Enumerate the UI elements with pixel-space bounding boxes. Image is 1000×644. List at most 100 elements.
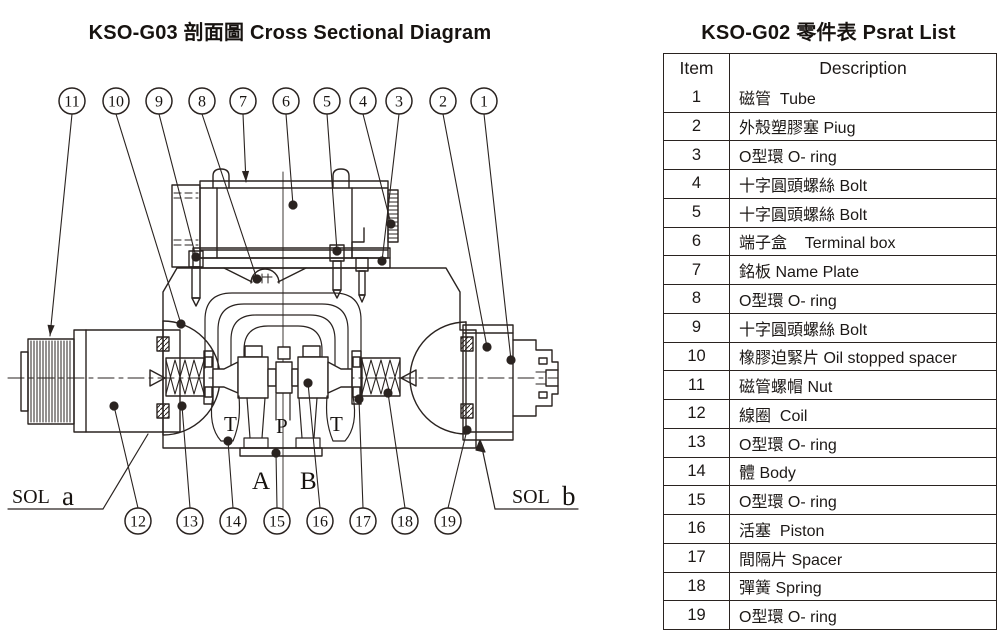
description-cell: 磁管 Tube [739, 91, 816, 109]
callout-8: 8 [188, 87, 262, 284]
description-cell: 十字圓頭螺絲 Bolt [739, 206, 868, 224]
connector-plug [512, 339, 559, 417]
diagram-title: KSO-G03 剖面圖 Cross Sectional Diagram [88, 22, 492, 44]
callout-11: 11 [47, 87, 86, 337]
callout-19: 19 [434, 425, 472, 535]
port-letters: T P T A B [224, 412, 343, 495]
parts-row: 13 O型環 O- ring [664, 427, 996, 457]
knurled-nut [20, 338, 75, 425]
svg-text:17: 17 [355, 514, 371, 531]
parts-row: 16 活塞 Piston [664, 514, 996, 543]
svg-text:15: 15 [269, 514, 285, 531]
callout-2: 2 [429, 87, 492, 352]
parts-row: 9 十字圓頭螺絲 Bolt [664, 312, 996, 342]
svg-text:8: 8 [198, 94, 206, 111]
callout-13: 13 [176, 401, 204, 535]
header-item: Item [664, 54, 730, 83]
port-t-right: T [330, 412, 343, 436]
svg-text:9: 9 [155, 94, 163, 111]
svg-text:1: 1 [480, 94, 488, 111]
item-cell: 8 [664, 285, 730, 313]
port-b: B [300, 468, 317, 495]
sol-b-leader [475, 439, 579, 510]
item-cell: 14 [664, 457, 730, 486]
item-cell: 1 [664, 82, 730, 112]
flow-passages [204, 292, 362, 369]
item-cell: 11 [664, 371, 730, 399]
description-cell: 體 Body [739, 465, 796, 483]
item-cell: 18 [664, 572, 730, 601]
parts-row: 4 十字圓頭螺絲 Bolt [664, 169, 996, 198]
svg-text:12: 12 [130, 514, 146, 531]
parts-row: 14 體 Body [664, 456, 996, 486]
description-cell: O型環 O- ring [739, 494, 837, 512]
sol-b-label: SOL [512, 486, 550, 508]
callout-6: 6 [272, 87, 300, 210]
sol-labels: SOL a SOL b [12, 481, 576, 511]
parts-list-title: KSO-G02 零件表 Psrat List [701, 22, 956, 44]
svg-text:11: 11 [64, 94, 79, 111]
svg-text:13: 13 [182, 514, 198, 531]
item-cell: 19 [664, 601, 730, 629]
terminal-box [171, 168, 389, 268]
parts-row: 8 O型環 O- ring [664, 284, 996, 313]
header-description: Description [819, 57, 907, 78]
threaded-bolt [387, 189, 399, 243]
description-cell: 彈簧 Spring [739, 580, 822, 598]
svg-text:3: 3 [395, 94, 403, 111]
mounting-screws [188, 244, 369, 307]
parts-row: 11 磁管螺帽 Nut [664, 370, 996, 399]
callout-10: 10 [102, 87, 186, 329]
item-cell: 4 [664, 170, 730, 198]
svg-text:16: 16 [312, 514, 328, 531]
parts-table-header: Item Description [664, 54, 996, 83]
port-p: P [276, 414, 288, 438]
svg-text:19: 19 [440, 514, 456, 531]
item-cell: 3 [664, 141, 730, 169]
description-cell: 磁管螺帽 Nut [739, 379, 833, 397]
sol-a-leader [7, 433, 149, 510]
parts-row: 1 磁管 Tube [664, 82, 996, 112]
callout-1: 1 [470, 87, 516, 365]
description-cell: 活塞 Piston [739, 522, 825, 540]
parts-row: 19 O型環 O- ring [664, 600, 996, 629]
item-cell: 5 [664, 198, 730, 227]
item-cell: 17 [664, 543, 730, 572]
description-cell: 十字圓頭螺絲 Bolt [739, 321, 868, 339]
svg-text:2: 2 [439, 94, 447, 111]
parts-row: 5 十字圓頭螺絲 Bolt [664, 197, 996, 227]
description-cell: 十字圓頭螺絲 Bolt [739, 177, 868, 195]
description-cell: O型環 O- ring [739, 149, 837, 167]
description-cell: 外殼塑膠塞 Piug [739, 120, 856, 138]
callout-9: 9 [145, 87, 201, 262]
description-cell: O型環 O- ring [739, 436, 837, 454]
item-cell: 15 [664, 486, 730, 514]
callout-15: 15 [263, 448, 291, 535]
callout-4: 4 [349, 87, 396, 229]
item-cell: 16 [664, 515, 730, 543]
item-cell: 6 [664, 227, 730, 256]
description-cell: O型環 O- ring [739, 292, 837, 310]
right-solenoid [409, 321, 514, 441]
parts-row: 15 O型環 O- ring [664, 485, 996, 514]
description-cell: O型環 O- ring [739, 609, 837, 627]
description-cell: 線圈 Coil [739, 407, 808, 425]
sol-a-label: SOL [12, 486, 50, 508]
item-cell: 9 [664, 313, 730, 342]
right-spring [351, 350, 417, 405]
item-cell: 13 [664, 428, 730, 457]
callout-17: 17 [349, 394, 377, 535]
sol-a-letter: a [62, 481, 74, 511]
callout-18: 18 [383, 388, 419, 535]
